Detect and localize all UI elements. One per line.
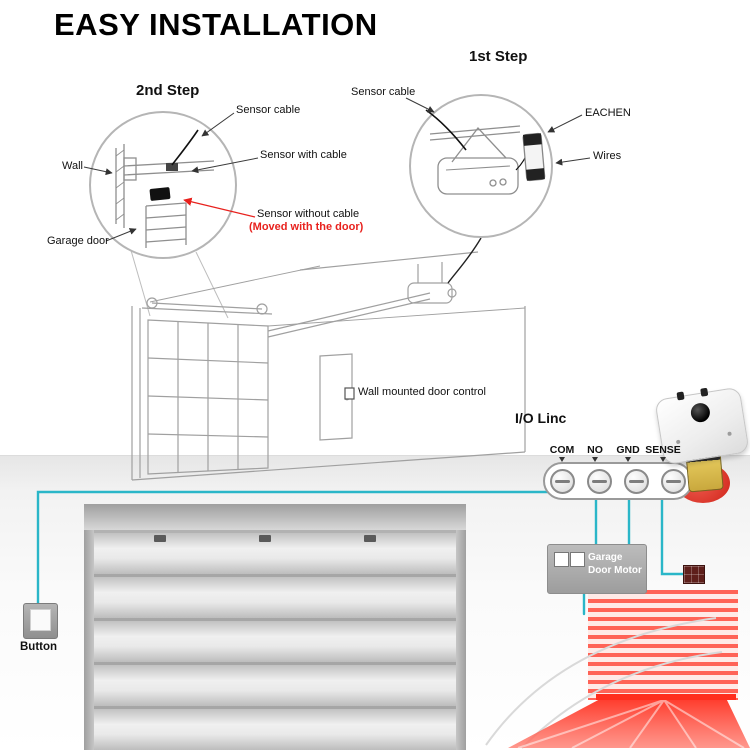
button-face bbox=[30, 609, 51, 631]
wall-control-icon bbox=[344, 387, 355, 400]
callout-garage-door: Garage door bbox=[47, 235, 109, 247]
sensor-without-cable-icon bbox=[149, 187, 171, 201]
laser-curtain bbox=[588, 590, 738, 700]
door-panel bbox=[84, 709, 466, 750]
terminal-screw-sense bbox=[661, 468, 686, 494]
door-panel bbox=[84, 621, 466, 665]
io-linc-label: I/O Linc bbox=[515, 410, 567, 426]
plug-pin-icon bbox=[676, 391, 685, 401]
page-title: EASY INSTALLATION bbox=[54, 7, 378, 42]
inset-2nd-step-circle bbox=[89, 111, 237, 259]
arrow-down-icon bbox=[660, 457, 666, 462]
motor-terminal-icon bbox=[570, 552, 585, 567]
sensor-cable-line bbox=[447, 237, 482, 284]
door-track-right bbox=[456, 530, 466, 750]
garage-door-photo bbox=[84, 504, 466, 750]
callout-sensor-cable-left: Sensor cable bbox=[236, 104, 301, 116]
terminal-label-no: NO bbox=[587, 444, 603, 456]
callout-sensor-without-cable: Sensor without cable bbox=[257, 208, 360, 220]
leader-sensor-without-cable bbox=[183, 197, 256, 218]
door-lintel bbox=[84, 504, 466, 533]
callout-wall-mounted-control: Wall mounted door control bbox=[358, 386, 486, 398]
terminal-label-sense: SENSE bbox=[645, 444, 681, 456]
sensor-with-cable-icon bbox=[166, 163, 178, 171]
terminal-screw-no bbox=[587, 468, 612, 494]
button-device bbox=[23, 603, 58, 639]
callout-eachen: EACHEN bbox=[585, 107, 631, 119]
door-bracket-icon bbox=[259, 535, 271, 542]
callout-sensor-with-cable: Sensor with cable bbox=[260, 149, 347, 161]
door-panel bbox=[84, 665, 466, 709]
motor-terminal-icon bbox=[554, 552, 569, 567]
button-label: Button bbox=[20, 641, 58, 653]
callout-wall: Wall bbox=[62, 160, 83, 172]
inset-1st-step-drawing bbox=[425, 109, 546, 195]
arrow-down-icon bbox=[592, 457, 598, 462]
eachen-device-icon bbox=[522, 132, 546, 182]
inset-1st-step-circle bbox=[409, 94, 553, 238]
step-2-label: 2nd Step bbox=[136, 82, 200, 99]
terminal-label-com: COM bbox=[549, 444, 575, 456]
arrow-down-icon bbox=[625, 457, 631, 462]
door-panel bbox=[84, 533, 466, 577]
callout-sensor-cable-right: Sensor cable bbox=[351, 86, 416, 98]
callout-wires: Wires bbox=[593, 150, 622, 162]
terminal-screw-gnd bbox=[624, 468, 649, 494]
door-bracket-icon bbox=[154, 535, 166, 542]
callout-moved-with-door: (Moved with the door) bbox=[249, 221, 364, 233]
garage-interior-drawing bbox=[131, 251, 526, 481]
door-panels bbox=[84, 533, 466, 750]
door-track-left bbox=[84, 530, 94, 750]
door-panel bbox=[84, 577, 466, 621]
step-1-label: 1st Step bbox=[469, 48, 528, 65]
switch-button-icon bbox=[689, 401, 712, 424]
arrow-down-icon bbox=[559, 457, 565, 462]
led-dot-icon bbox=[727, 431, 732, 437]
terminal-block bbox=[543, 462, 693, 500]
terminal-connector-icon bbox=[683, 565, 705, 584]
terminal-label-gnd: GND bbox=[616, 444, 640, 456]
inset-2nd-step-drawing bbox=[115, 129, 215, 248]
plug-pin-icon bbox=[700, 387, 709, 397]
terminal-screw-com bbox=[550, 468, 575, 494]
door-bracket-icon bbox=[364, 535, 376, 542]
garage-door-motor-label: Garage Door Motor bbox=[588, 552, 642, 576]
garage-door-motor-box: Garage Door Motor bbox=[547, 544, 647, 594]
inset-connector-lines bbox=[127, 239, 229, 319]
